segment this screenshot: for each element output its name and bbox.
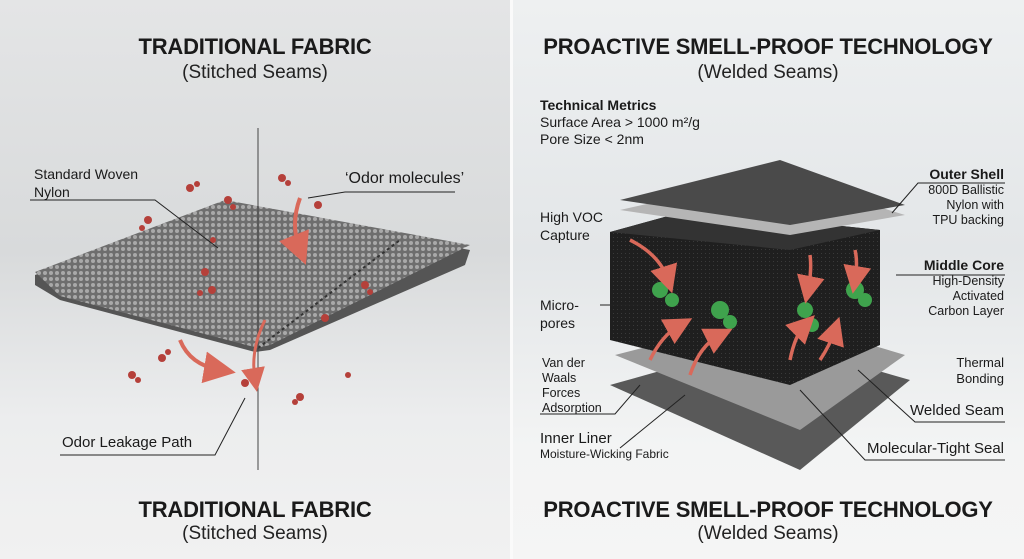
molecular-seal-label: Molecular-Tight Seal bbox=[867, 440, 1004, 457]
panel-divider bbox=[510, 0, 513, 559]
woven-line1: Standard Woven bbox=[34, 166, 139, 182]
inner-liner-title: Inner Liner bbox=[540, 430, 612, 447]
odor-molecules bbox=[128, 174, 373, 405]
layered-fabric-stack bbox=[610, 160, 910, 470]
odor-molecules-label: ‘Odor molecules’ bbox=[345, 170, 465, 187]
micropores-label: Micro-pores bbox=[540, 296, 579, 332]
metrics-heading: Technical Metrics bbox=[540, 97, 657, 113]
technical-metrics: Technical Metrics Surface Area > 1000 m²… bbox=[540, 97, 700, 148]
left-bottom-title: TRADITIONAL FABRIC bbox=[138, 497, 372, 522]
thermal-line2: Bonding bbox=[956, 371, 1004, 386]
woven-fabric-sheet bbox=[35, 200, 470, 352]
right-subtitle: (Welded Seams) bbox=[697, 62, 839, 83]
left-bottom-subtitle: (Stitched Seams) bbox=[182, 523, 328, 544]
vdw-line4: Adsorption bbox=[542, 401, 602, 415]
right-title: PROACTIVE SMELL-PROOF TECHNOLOGY bbox=[543, 34, 993, 59]
left-title: TRADITIONAL FABRIC bbox=[138, 34, 372, 59]
outer-shell-title: Outer Shell bbox=[929, 166, 1004, 182]
outer-line1: 800D Ballistic bbox=[928, 183, 1004, 197]
core-line3: Carbon Layer bbox=[928, 304, 1004, 318]
right-bottom-title: PROACTIVE SMELL-PROOF TECHNOLOGY bbox=[543, 497, 993, 522]
micro-line2: pores bbox=[540, 315, 576, 331]
vdw-line2: Waals bbox=[542, 371, 577, 385]
voc-capture-label: High VOC Capture bbox=[540, 208, 603, 244]
vdw-line3: Forces bbox=[542, 386, 581, 400]
middle-core-title: Middle Core bbox=[923, 257, 1004, 273]
welded-seam-label: Welded Seam bbox=[910, 402, 1004, 419]
outer-line3: TPU backing bbox=[932, 213, 1004, 227]
metrics-pore-size: Pore Size < 2nm bbox=[540, 131, 644, 147]
voc-line1: High VOC bbox=[540, 209, 604, 225]
inner-liner-sub: Moisture-Wicking Fabric bbox=[540, 447, 669, 461]
micro-line1: Micro- bbox=[540, 297, 579, 313]
vdw-line1: Van der bbox=[542, 356, 585, 370]
core-line2: Activated bbox=[952, 289, 1004, 303]
left-subtitle: (Stitched Seams) bbox=[182, 62, 328, 83]
outer-line2: Nylon with bbox=[946, 198, 1004, 212]
leakage-arrow bbox=[241, 319, 267, 392]
voc-line2: Capture bbox=[540, 227, 590, 243]
core-line1: High-Density bbox=[932, 274, 1004, 288]
odor-arrow-in bbox=[279, 197, 309, 265]
right-bottom-subtitle: (Welded Seams) bbox=[697, 523, 839, 544]
metrics-surface-area: Surface Area > 1000 m²/g bbox=[540, 114, 700, 130]
odor-leakage-label: Odor Leakage Path bbox=[62, 434, 193, 451]
woven-line2: Nylon bbox=[34, 184, 70, 200]
outer-shell-layer bbox=[620, 160, 905, 225]
odor-arrow-out bbox=[178, 339, 236, 384]
thermal-line1: Thermal bbox=[956, 355, 1004, 370]
